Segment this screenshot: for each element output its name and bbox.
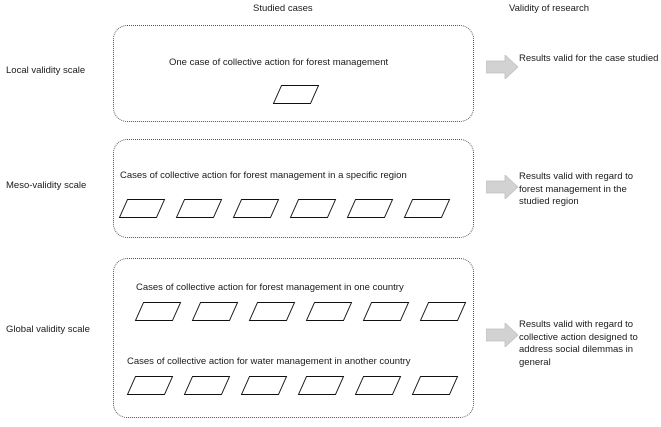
scale-label-local: Local validity scale (6, 65, 86, 76)
case-parallelogram (183, 376, 231, 395)
column-header-studied-cases: Studied cases (253, 3, 313, 14)
case-caption-global-water: Cases of collective action for water man… (127, 356, 411, 367)
result-text-global: Results valid with regard to collective … (519, 319, 638, 368)
case-caption-global-forest: Cases of collective action for forest ma… (136, 282, 404, 293)
case-parallelogram (126, 376, 174, 395)
case-parallelogram (354, 376, 402, 395)
case-parallelogram (346, 199, 394, 218)
result-text-local: Results valid for the case studied (519, 53, 659, 64)
case-parallelogram-row-meso (118, 199, 463, 218)
case-parallelogram (419, 302, 467, 321)
case-parallelogram (403, 199, 451, 218)
case-parallelogram (297, 376, 345, 395)
right-block-arrow-icon (485, 174, 519, 200)
case-parallelogram (240, 376, 288, 395)
case-parallelogram (134, 302, 182, 321)
scale-label-global: Global validity scale (6, 324, 90, 335)
case-parallelogram (118, 199, 166, 218)
case-parallelogram (248, 302, 296, 321)
case-box-local (113, 25, 474, 122)
right-block-arrow-icon (485, 54, 519, 80)
case-parallelogram (411, 376, 459, 395)
case-box-meso (113, 139, 474, 238)
scale-label-meso: Meso-validity scale (6, 180, 87, 191)
case-parallelogram (232, 199, 280, 218)
column-header-validity-of-research: Validity of research (509, 3, 590, 14)
right-block-arrow-icon (485, 322, 519, 348)
case-parallelogram (362, 302, 410, 321)
case-parallelogram-row-global-water (126, 376, 471, 395)
result-text-meso: Results valid with regard to forest mana… (519, 171, 634, 208)
case-parallelogram (305, 302, 353, 321)
case-caption-local: One case of collective action for forest… (169, 57, 389, 68)
case-parallelogram (191, 302, 239, 321)
case-caption-meso: Cases of collective action for forest ma… (120, 170, 407, 181)
case-parallelogram-row-global-forest (134, 302, 479, 321)
case-parallelogram (175, 199, 223, 218)
case-parallelogram (289, 199, 337, 218)
